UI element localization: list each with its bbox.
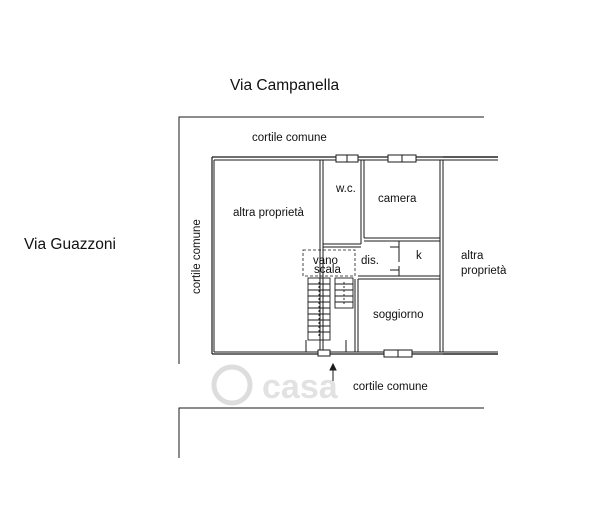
room-label-stair-line2: scala [314,264,341,276]
street-label-top: Via Campanella [230,77,340,94]
entrance-arrow-head [329,362,337,371]
watermark-text: casa [262,368,339,406]
courtyard-label-bottom: cortile comune [353,381,428,393]
room-label-stair-line1: vano [313,255,338,267]
door-marks [390,246,399,271]
boundary-top-left [178,116,484,364]
room-label-living: soggiorno [373,309,424,321]
room-label-wc: w.c. [335,183,356,195]
stair-landing [302,249,356,277]
windows [317,154,417,358]
window-stair [317,349,331,357]
site-boundary [178,116,484,458]
courtyard-label-left: cortile comune [191,219,203,294]
courtyard-label-top: cortile comune [252,132,327,144]
building-walls [211,156,498,355]
room-label-kitchen: k [416,250,422,262]
stair-flight-right [334,277,354,309]
boundary-bottom-left [178,407,484,458]
watermark: casa [211,364,339,406]
staircase [307,277,354,341]
stair-landing-outline [302,249,356,277]
stair-flight-left [307,277,331,341]
street-label-left: Via Guazzoni [24,236,116,253]
entrance-arrow-icon [329,362,337,381]
watermark-logo-icon [211,364,253,406]
room-label-hall: dis. [361,255,379,267]
room-label-other-property-left: altra proprietà [233,207,305,219]
room-label-other-property-right-line2: proprietà [461,265,507,277]
room-label-bedroom: camera [378,193,417,205]
room-label-other-property-right-line1: altra [461,250,484,262]
